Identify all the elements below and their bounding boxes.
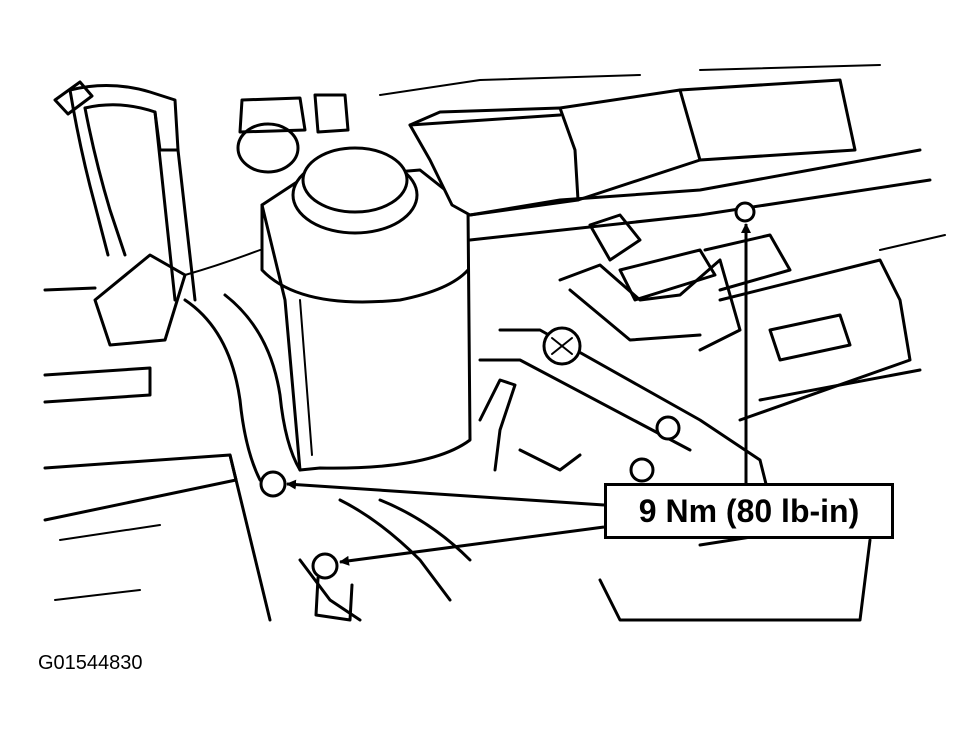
left-fender-structure: [43, 286, 272, 622]
rear-reservoir-cap: [236, 93, 350, 174]
figure-id-label: G01544830: [38, 652, 143, 674]
upper-engine-structure: [379, 64, 932, 242]
callout-leader-lines: [286, 223, 751, 566]
lower-mounting-area: [259, 201, 756, 622]
torque-callout-label: 9 Nm (80 lb-in): [604, 483, 894, 539]
coolant-reservoir: [260, 146, 472, 472]
right-engine-components: [478, 213, 946, 622]
wiring-harness: [53, 80, 261, 347]
lower-hose: [183, 293, 302, 482]
leader-arrow-lower-left-bolt: [286, 479, 605, 507]
leader-arrow-bottom-bolt: [339, 525, 605, 566]
